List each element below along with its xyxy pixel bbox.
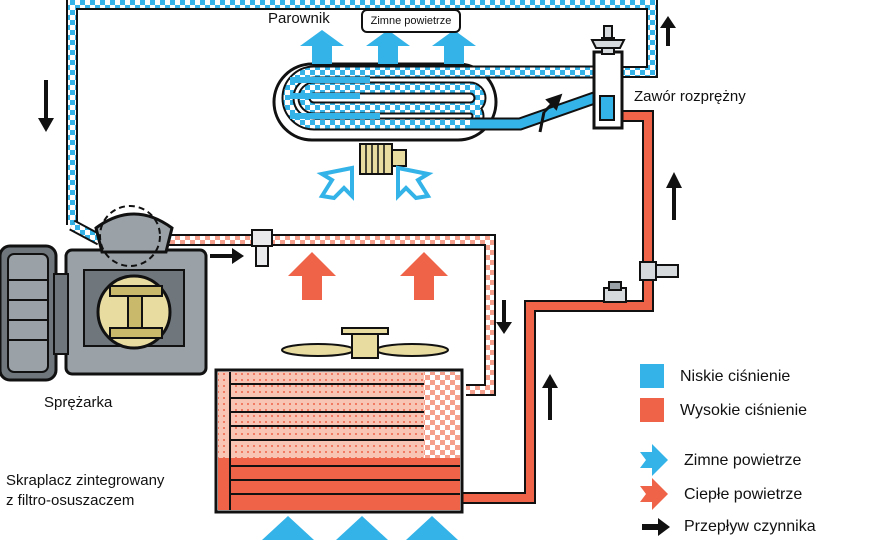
sight-glass: [603, 281, 627, 303]
condenser: [214, 368, 464, 514]
legend-low-pressure-text: Niskie ciśnienie: [680, 368, 791, 385]
condenser-fan: [281, 327, 449, 359]
condenser-label-line1: Skraplacz zintegrowany: [6, 472, 165, 489]
expansion-valve: [590, 25, 626, 130]
expansion-valve-label: Zawór rozprężny: [634, 88, 746, 105]
liquid-line: [462, 110, 654, 504]
legend-warm-air-text: Ciepłe powietrze: [684, 486, 803, 503]
condenser-label-line2: z filtro-osuszaczem: [6, 492, 135, 509]
legend-high-pressure-text: Wysokie ciśnienie: [680, 402, 808, 419]
legend-warm-air-arrow: [640, 478, 668, 510]
flow-arrows: [38, 16, 682, 420]
cold-air-arrows-bottom: [262, 516, 458, 540]
compressor: [0, 205, 208, 382]
cold-air-arrows-out: [300, 30, 476, 64]
evaporator-label: Parownik: [268, 10, 330, 27]
legend-flow-text: Przepływ czynnika: [684, 518, 816, 535]
suction-line: [66, 0, 658, 246]
blower: [359, 143, 407, 175]
discharge-line: [160, 234, 496, 396]
evaporator: [272, 62, 604, 142]
legend-cold-air-arrow: [640, 444, 668, 476]
pressure-switch: [639, 261, 679, 281]
legend-flow-arrow: [642, 518, 670, 536]
service-port: [251, 229, 273, 267]
cold-air-box-label: Zimne powietrze: [361, 9, 461, 33]
cold-air-arrows-in: [316, 165, 434, 201]
compressor-label: Sprężarka: [44, 394, 113, 411]
legend-low-pressure-swatch: [640, 364, 664, 388]
legend-high-pressure-swatch: [640, 398, 664, 422]
legend-cold-air-text: Zimne powietrze: [684, 452, 802, 469]
warm-air-arrows: [288, 252, 448, 300]
